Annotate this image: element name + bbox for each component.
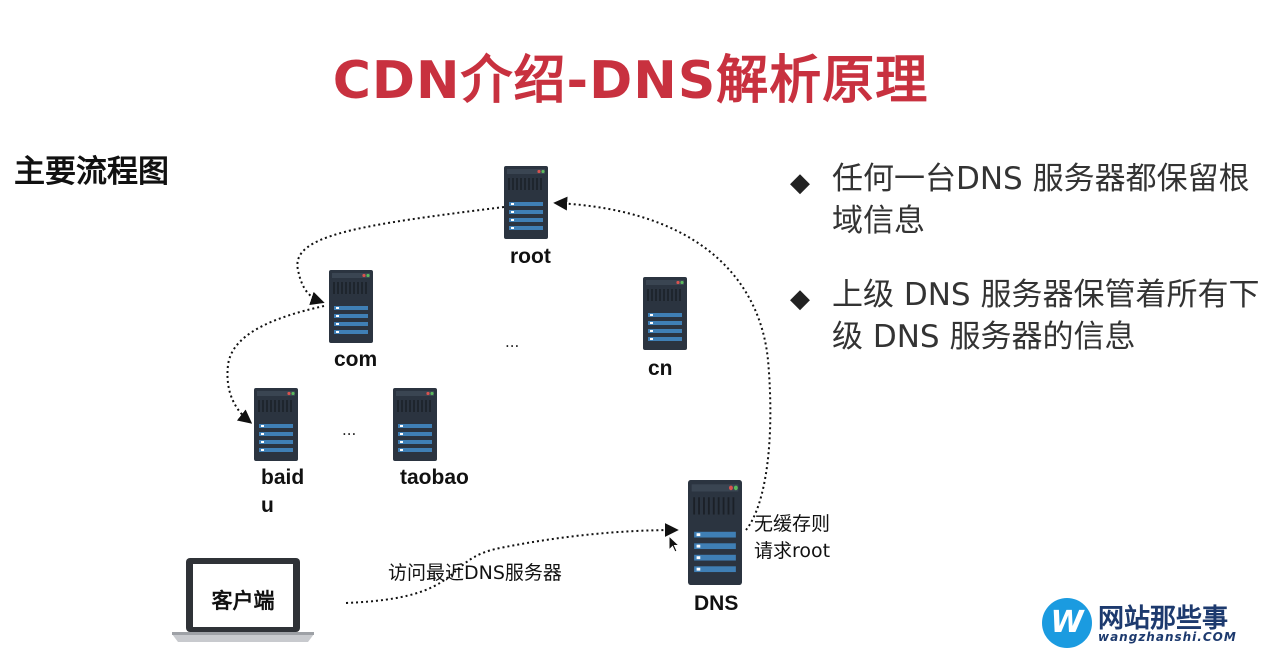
root-label: root	[510, 245, 551, 268]
slide-title: CDN介绍-DNS解析原理	[332, 51, 929, 111]
com-label: com	[334, 348, 378, 371]
diamond-icon: ◆	[790, 284, 810, 314]
logo-w-icon: W	[1042, 598, 1092, 648]
dns-server-icon	[688, 480, 742, 585]
ellipsis-middle: ...	[342, 421, 357, 439]
edge-label-line1: 无缓存则	[754, 513, 831, 535]
cn-label: cn	[648, 357, 673, 380]
bullet-item: ◆ 上级 DNS 服务器保管着所有下级 DNS 服务器的信息	[790, 274, 1260, 358]
taobao-server-icon	[393, 388, 437, 461]
ellipsis-top: ...	[505, 333, 520, 351]
diamond-icon: ◆	[790, 168, 810, 198]
laptop-icon	[172, 558, 314, 642]
root-server-icon	[504, 166, 548, 239]
arrow-client-to-dns	[345, 523, 679, 604]
bullet-text: 任何一台DNS 服务器都保留根域信息	[832, 161, 1250, 239]
edge-label-line2: 请求root	[754, 540, 831, 562]
cn-server-icon	[643, 277, 687, 350]
bullet-text: 上级 DNS 服务器保管着所有下级 DNS 服务器的信息	[832, 277, 1260, 355]
bullet-list: ◆ 任何一台DNS 服务器都保留根域信息 ◆ 上级 DNS 服务器保管着所有下级…	[790, 158, 1260, 390]
baidu-label-line1: baid	[261, 466, 305, 489]
bullet-item: ◆ 任何一台DNS 服务器都保留根域信息	[790, 158, 1260, 242]
baidu-server-icon	[254, 388, 298, 461]
dns-label: DNS	[694, 592, 739, 615]
com-server-icon	[329, 270, 373, 343]
baidu-label-line2: u	[261, 494, 274, 517]
edge-label-dns-to-root: 无缓存则 请求root	[754, 511, 830, 565]
arrow-com-to-baidu	[226, 305, 325, 424]
arrow-dns-to-root	[553, 196, 772, 531]
client-label: 客户端	[211, 589, 275, 613]
logo-domain: wangzhanshi.COM	[1098, 630, 1237, 644]
logo-name: 网站那些事	[1098, 604, 1229, 634]
edge-label-client-to-dns: 访问最近DNS服务器	[388, 562, 562, 584]
mouse-cursor-icon	[668, 535, 680, 553]
taobao-label: taobao	[400, 466, 469, 489]
site-logo: W 网站那些事 wangzhanshi.COM	[1040, 596, 1255, 652]
section-heading: 主要流程图	[14, 154, 169, 190]
